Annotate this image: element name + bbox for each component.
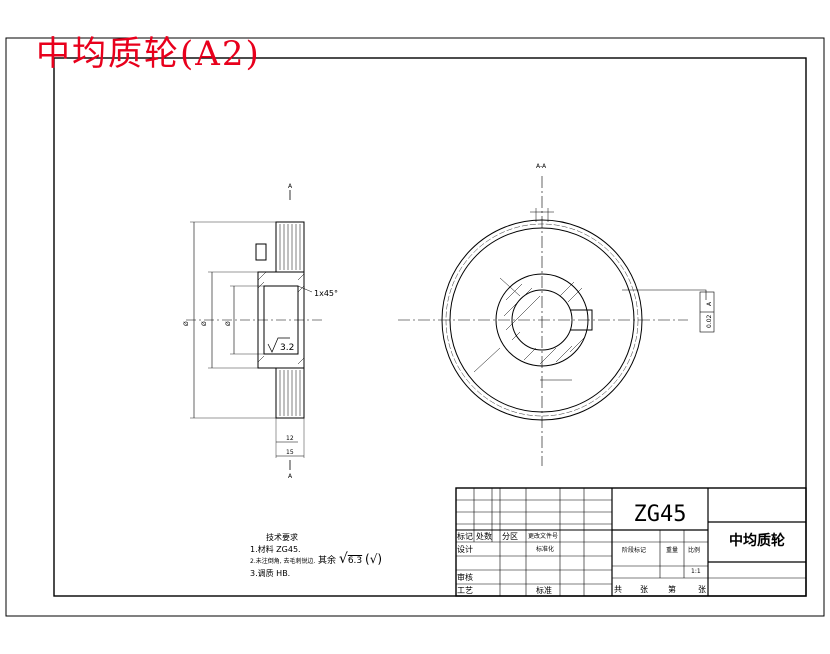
part-name: 中均质轮 [729, 533, 785, 549]
dia-bore-label: Ø [225, 321, 232, 326]
tb-change-doc: 更改文件号 [528, 533, 559, 540]
note-line-3: 3.调质 HB. [250, 569, 291, 578]
teeth-hatch-bottom [279, 370, 301, 416]
roughness-symbol-left [267, 337, 290, 353]
front-keyway [570, 309, 593, 331]
hub-outline [257, 271, 305, 369]
teeth-hatch-top [279, 224, 301, 270]
tb-review: 审核 [457, 573, 473, 582]
inner-frame [53, 57, 807, 597]
tb-mark: 标记 [457, 532, 473, 541]
tb-design: 设计 [457, 545, 473, 554]
chamfer-label: 1x45° [314, 289, 338, 298]
hub-circle [495, 273, 589, 367]
dia-mid-label: Ø [201, 321, 208, 326]
outer-frame [5, 37, 825, 617]
gear-tip-circle [441, 219, 643, 421]
section-aa-label: A-A [536, 163, 547, 170]
surface-label: 3.2 [280, 343, 294, 353]
material-label: ZG45 [633, 502, 687, 527]
roughness-prefix: 其余 [318, 556, 337, 566]
roughness-note: 其余 √6.3 (√) [318, 552, 382, 566]
left-section-view [186, 190, 325, 470]
tb-zone: 分区 [502, 532, 518, 541]
gear-pitch-circle [445, 223, 639, 417]
note-line-2: 2.未注倒角, 去毛刺锐边. [250, 558, 316, 565]
tolerance-value: 0.02 [706, 314, 713, 328]
roughness-bracket-icon: (√) [365, 552, 383, 566]
dia-outer-label: Ø [183, 321, 190, 326]
tb-sheet-total: 共 [614, 585, 622, 594]
front-view [398, 176, 715, 466]
keyway [255, 243, 267, 261]
hub-ring-hatch [503, 281, 585, 365]
roughness-check-icon: √ [338, 551, 348, 567]
bore-outline [263, 285, 299, 355]
bore-circle [511, 289, 573, 351]
tb-sheet-no: 第 [668, 585, 676, 594]
tb-scale: 比例 [688, 547, 701, 554]
drawing-title: 中均质轮(A2) [36, 34, 261, 74]
tb-standardization: 标准化 [536, 546, 555, 553]
tb-process: 工艺 [457, 586, 473, 595]
hub-hatch [257, 271, 305, 365]
technical-notes: 技术要求 1.材料 ZG45. 2.未注倒角, 去毛刺锐边. 3.调质 HB. [250, 532, 315, 580]
left-section-mark-bottom: A [288, 473, 293, 480]
tb-weight: 重量 [666, 547, 679, 554]
tb-approve: 标准 [536, 586, 552, 595]
tolerance-leader [622, 289, 707, 300]
tb-scale-value: 1:1 [691, 568, 701, 575]
tb-stage-mark: 阶段标记 [622, 547, 647, 554]
notes-heading: 技术要求 [266, 533, 298, 542]
tb-sheet-unit2: 张 [698, 585, 706, 594]
roughness-value: 6.3 [347, 556, 363, 566]
note-line-1: 1.材料 ZG45. [250, 545, 301, 554]
tb-count: 处数 [476, 532, 492, 541]
left-section-mark-top: A [288, 183, 293, 190]
width-inner-label: 12 [286, 435, 294, 442]
gear-root-circle [449, 227, 635, 413]
title-block [455, 487, 807, 597]
tolerance-datum: A [706, 301, 713, 306]
tb-sheet-unit: 张 [640, 585, 648, 594]
width-outer-label: 15 [286, 449, 294, 456]
